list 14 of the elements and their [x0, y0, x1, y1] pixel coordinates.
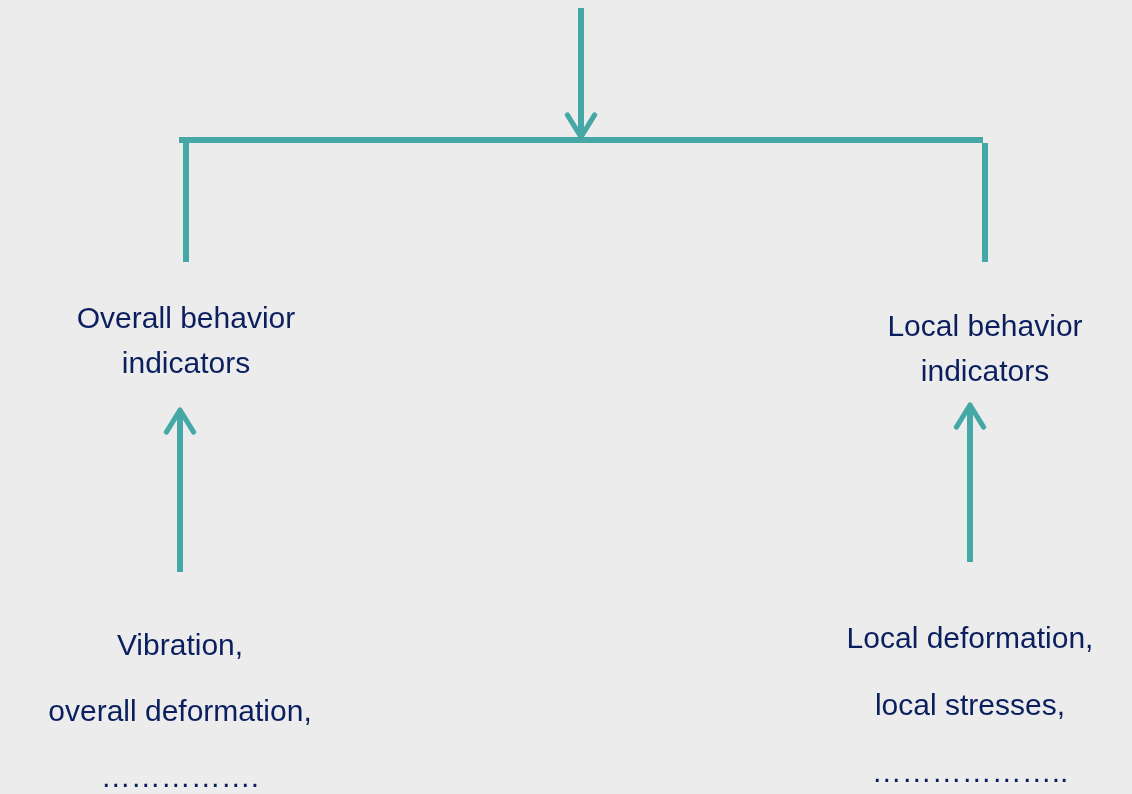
connector-line	[982, 143, 988, 262]
bracket-bar	[179, 137, 983, 143]
list-item-text: overall deformation,	[48, 693, 312, 729]
arrow	[953, 402, 987, 562]
arrow	[564, 8, 598, 140]
list-item-text: …………….	[100, 759, 260, 794]
node-label: Overall behavior indicators	[75, 300, 297, 381]
list-item-text: Vibration,	[116, 627, 244, 663]
list-item-text: Local deformation,	[846, 620, 1094, 656]
node-label: Local behavior indicators	[886, 307, 1084, 389]
arrow	[163, 407, 197, 572]
list-item-text: local stresses,	[874, 687, 1066, 723]
list-item-text: ………………..	[871, 754, 1069, 790]
connector-line	[183, 143, 189, 262]
